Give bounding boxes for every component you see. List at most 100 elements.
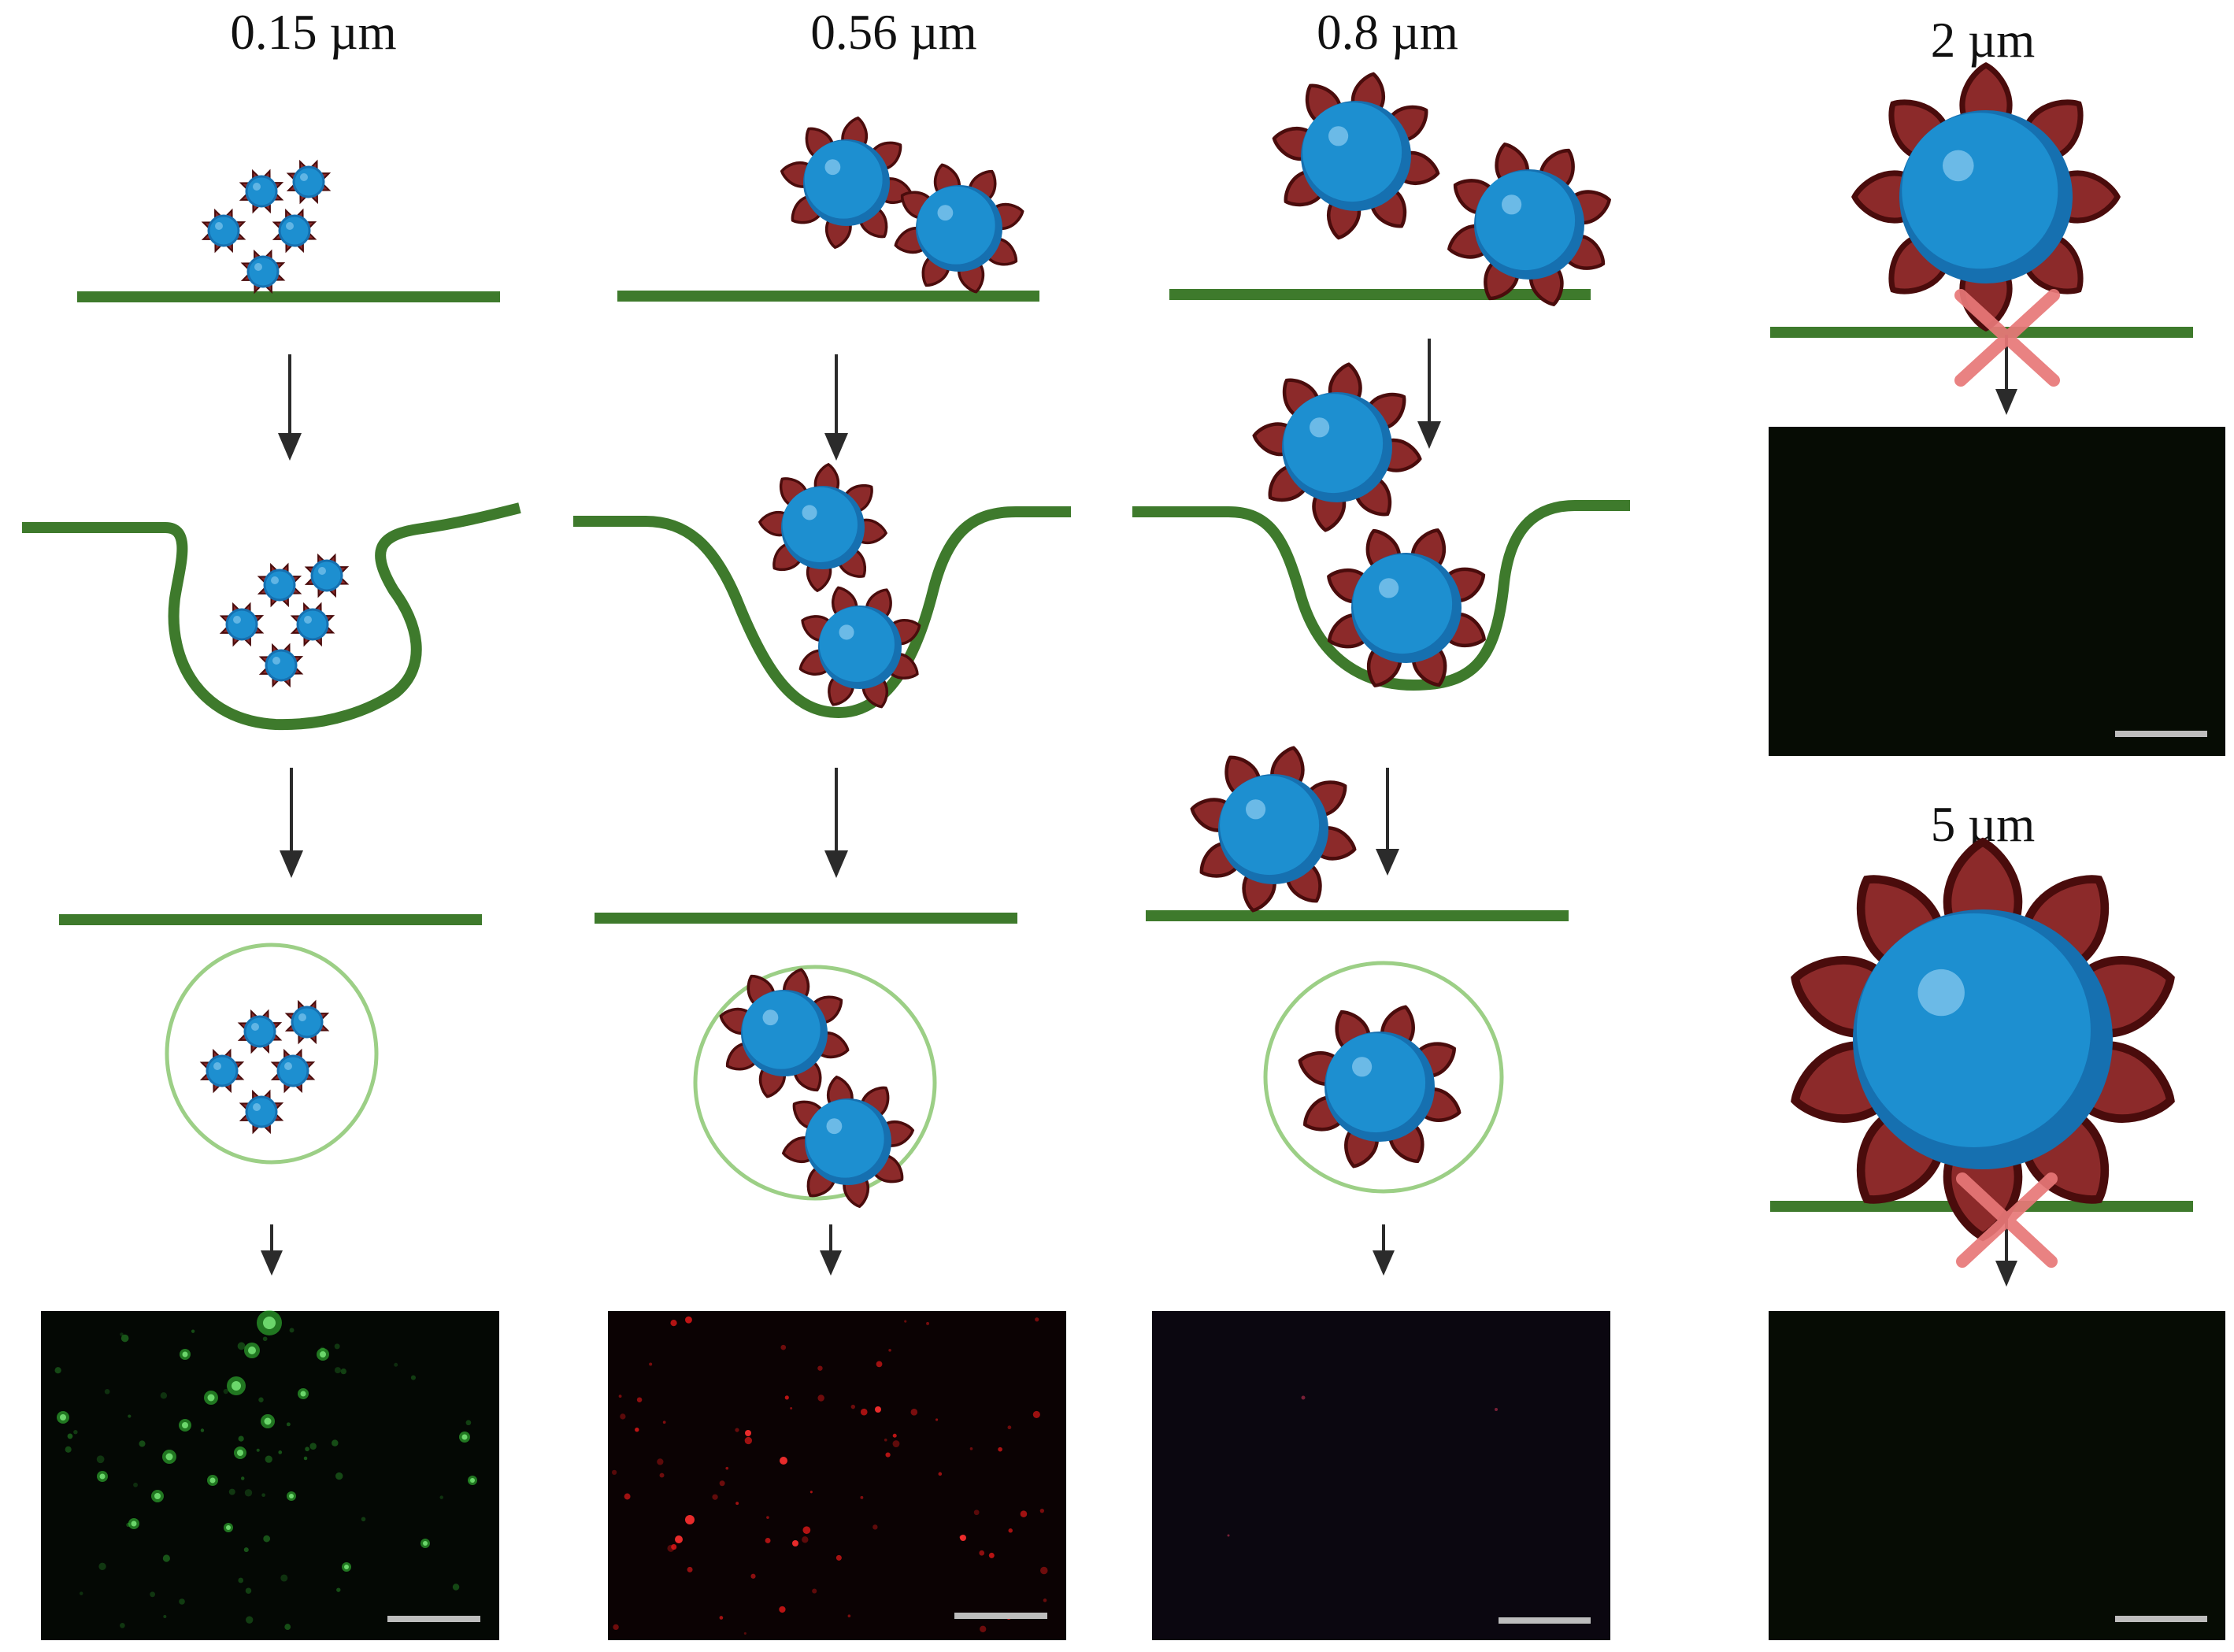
micrograph-2: [1769, 427, 2225, 756]
fluorescence-spot: [469, 1479, 472, 1483]
fluorescence-spot: [305, 1446, 309, 1452]
fluorescence-spot: [802, 1536, 809, 1543]
fluorescence-spot: [264, 1417, 272, 1425]
fluorescence-spot: [712, 1494, 718, 1500]
fluorescence-spot: [163, 1614, 167, 1619]
fluorescence-spot: [162, 1554, 170, 1562]
fluorescence-spot: [246, 1616, 254, 1624]
fluorescence-spot: [245, 1587, 252, 1594]
fluorescence-spot: [662, 1420, 666, 1424]
particles: [199, 65, 2181, 1237]
arrow-c3-3: [1373, 1224, 1395, 1276]
nanoparticle-c1-pit-2: [304, 553, 350, 598]
fluorescence-spot: [780, 1457, 787, 1465]
micrograph-0-8: [1152, 1311, 1610, 1640]
fluorescence-spot: [126, 1522, 131, 1528]
fluorescence-spot: [1020, 1510, 1028, 1517]
fluorescence-spot: [744, 1436, 753, 1445]
membranes: [22, 289, 2193, 1212]
fluorescence-spot: [1301, 1395, 1306, 1400]
fluorescence-spot: [892, 1440, 900, 1447]
fluorescence-spot: [926, 1321, 930, 1325]
arrow-c1-3: [261, 1224, 283, 1276]
fluorescence-spot: [120, 1623, 125, 1628]
vesicle-c2: [693, 965, 937, 1201]
nanoparticle-c1-surface-1: [239, 169, 284, 214]
fluorescence-spot: [340, 1368, 346, 1375]
particle-0-8-c: [1252, 362, 1422, 532]
fluorescence-spot: [284, 1624, 291, 1630]
fluorescence-spot: [303, 1456, 308, 1461]
fluorescence-spot: [228, 1488, 235, 1495]
micrograph-0-15: [41, 1311, 499, 1640]
fluorescence-spot: [120, 1332, 124, 1336]
fluorescence-spot: [361, 1517, 366, 1522]
fluorescence-spot: [286, 1422, 291, 1427]
fluorescence-spot: [60, 1414, 66, 1420]
nanoparticle-c1-vesicle-3: [199, 1048, 245, 1094]
fluorescence-spot: [910, 1409, 918, 1416]
micrographs: [41, 427, 2225, 1640]
fluorescence-spot: [209, 1477, 216, 1483]
fluorescence-spot: [657, 1458, 664, 1465]
fluorescence-spot: [750, 1573, 756, 1579]
fluorescence-spot: [876, 1361, 883, 1368]
fluorescence-spot: [263, 1535, 271, 1543]
fluorescence-spot: [150, 1591, 156, 1598]
fluorescence-spot: [1040, 1566, 1048, 1575]
fluorescence-spot: [635, 1428, 639, 1432]
fluorescence-spot: [223, 1388, 228, 1395]
particle-5um: [1784, 843, 2181, 1237]
nanoparticle-c1-vesicle-1: [237, 1009, 283, 1054]
nanoparticle-c1-surface-4: [272, 208, 317, 254]
fluorescence-spot: [973, 1509, 980, 1516]
fluorescence-spot: [67, 1433, 73, 1439]
fluorescence-spot: [817, 1365, 823, 1371]
fluorescence-spot: [1008, 1528, 1013, 1533]
fluorescence-spot: [1227, 1534, 1230, 1537]
membrane-invagination-c1: [22, 502, 521, 731]
arrow-c1-1: [278, 354, 302, 461]
fluorescence-spot: [812, 1588, 817, 1594]
cross-5um: [1956, 1172, 2058, 1268]
arrow-c2-3: [820, 1224, 842, 1276]
fluorescence-spot: [935, 1418, 939, 1421]
nanoparticle-c1-pit-5: [258, 643, 304, 688]
fluorescence-spot: [65, 1446, 72, 1453]
particle-0-8-a: [1271, 71, 1441, 241]
fluorescence-spot: [784, 1395, 789, 1400]
particle-0-56-f: [780, 1073, 917, 1210]
fluorescence-spot: [160, 1392, 168, 1399]
fluorescence-spot: [790, 1407, 793, 1410]
fluorescence-spot: [817, 1395, 824, 1402]
fluorescence-spot: [439, 1495, 443, 1499]
membrane-invagination-c2: [573, 506, 1071, 719]
micrograph-5: [1769, 1311, 2225, 1640]
arrows: [261, 335, 2017, 1287]
fluorescence-spot: [278, 1450, 283, 1454]
fluorescence-spot: [735, 1428, 739, 1432]
particle-0-8-d: [1323, 524, 1489, 691]
nanoparticle-c1-pit-1: [257, 562, 302, 608]
fluorescence-spot: [1039, 1509, 1045, 1513]
fluorescence-spot: [238, 1577, 244, 1583]
fluorescence-spot: [335, 1472, 343, 1480]
fluorescence-spot: [719, 1480, 725, 1487]
size-label-2: 2 µm: [1931, 13, 2036, 68]
fluorescence-spot: [452, 1583, 460, 1591]
fluorescence-spot: [998, 1446, 1002, 1452]
fluorescence-spot: [104, 1388, 110, 1395]
fluorescence-spot: [309, 1443, 317, 1450]
nanoparticle-c1-vesicle-4: [270, 1048, 316, 1094]
fluorescence-spot: [888, 1348, 891, 1352]
fluorescence-spot: [960, 1535, 966, 1541]
particle-0-56-b: [891, 160, 1028, 297]
size-label-0-56: 0.56 µm: [810, 5, 976, 60]
fluorescence-spot: [182, 1351, 188, 1358]
fluorescence-spot: [904, 1320, 907, 1323]
scale-bars: [387, 731, 2207, 1624]
fluorescence-spot: [988, 1552, 995, 1558]
fluorescence-spot: [120, 1334, 129, 1343]
fluorescence-spot: [334, 1367, 341, 1374]
